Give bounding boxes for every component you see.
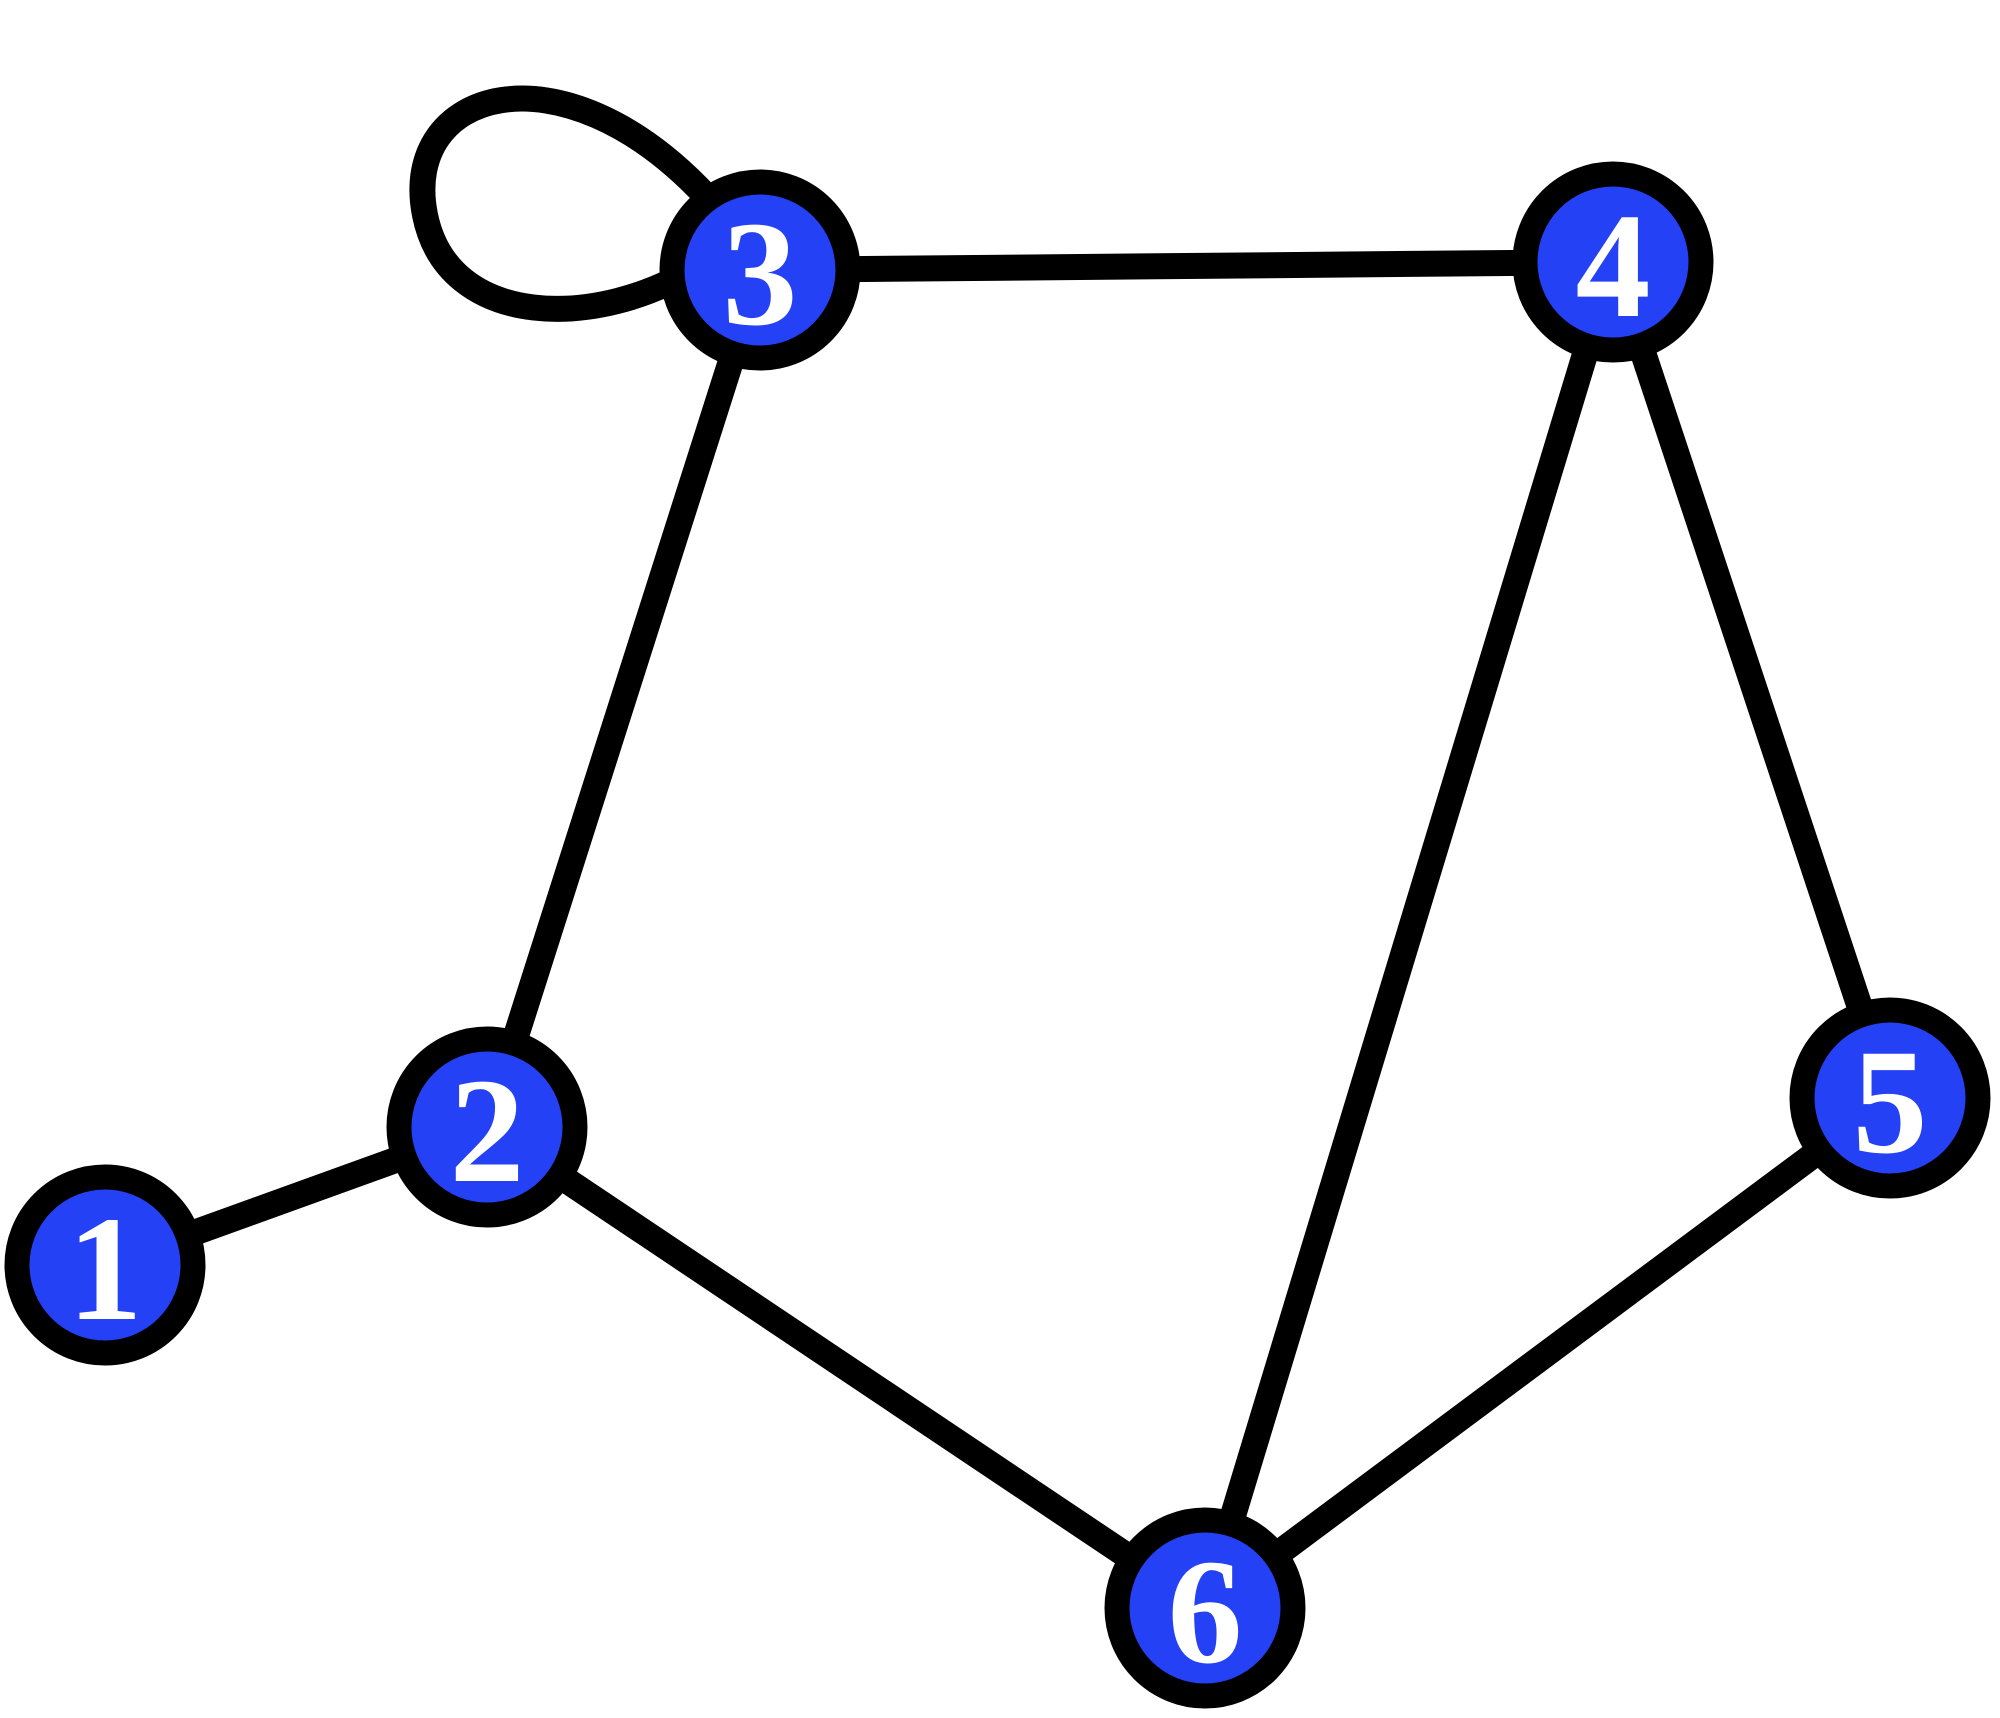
node-4-label: 4 bbox=[1576, 183, 1651, 349]
node-4[interactable]: 4 bbox=[1512, 161, 1714, 363]
edge-2-3 bbox=[474, 257, 773, 1140]
node-5-circle[interactable] bbox=[1789, 997, 1991, 1199]
node-3-circle[interactable] bbox=[659, 169, 861, 371]
node-3-label: 3 bbox=[723, 191, 798, 357]
edge-4-5 bbox=[1600, 249, 1903, 1111]
edge-2-6 bbox=[474, 1114, 1218, 1621]
edge-5-6 bbox=[1192, 1085, 1903, 1621]
edge-4-6 bbox=[1192, 249, 1626, 1621]
edge-3-4 bbox=[747, 249, 1626, 283]
node-3[interactable]: 3 bbox=[659, 169, 861, 371]
node-1-label: 1 bbox=[68, 1186, 143, 1352]
node-5-label: 5 bbox=[1853, 1019, 1928, 1185]
edges-layer bbox=[92, 249, 1903, 1621]
node-2-label: 2 bbox=[450, 1048, 525, 1214]
nodes-layer: 1 2 3 4 5 6 bbox=[4, 161, 1991, 1709]
node-4-circle[interactable] bbox=[1512, 161, 1714, 363]
node-1-circle[interactable] bbox=[4, 1164, 206, 1366]
self-loops-layer bbox=[409, 85, 719, 322]
node-1[interactable]: 1 bbox=[4, 1164, 206, 1366]
node-2-circle[interactable] bbox=[386, 1026, 588, 1228]
node-6-label: 6 bbox=[1168, 1529, 1243, 1695]
node-2[interactable]: 2 bbox=[386, 1026, 588, 1228]
node-6[interactable]: 6 bbox=[1104, 1507, 1306, 1709]
self-loop-node-3 bbox=[409, 85, 719, 322]
node-5[interactable]: 5 bbox=[1789, 997, 1991, 1199]
node-6-circle[interactable] bbox=[1104, 1507, 1306, 1709]
